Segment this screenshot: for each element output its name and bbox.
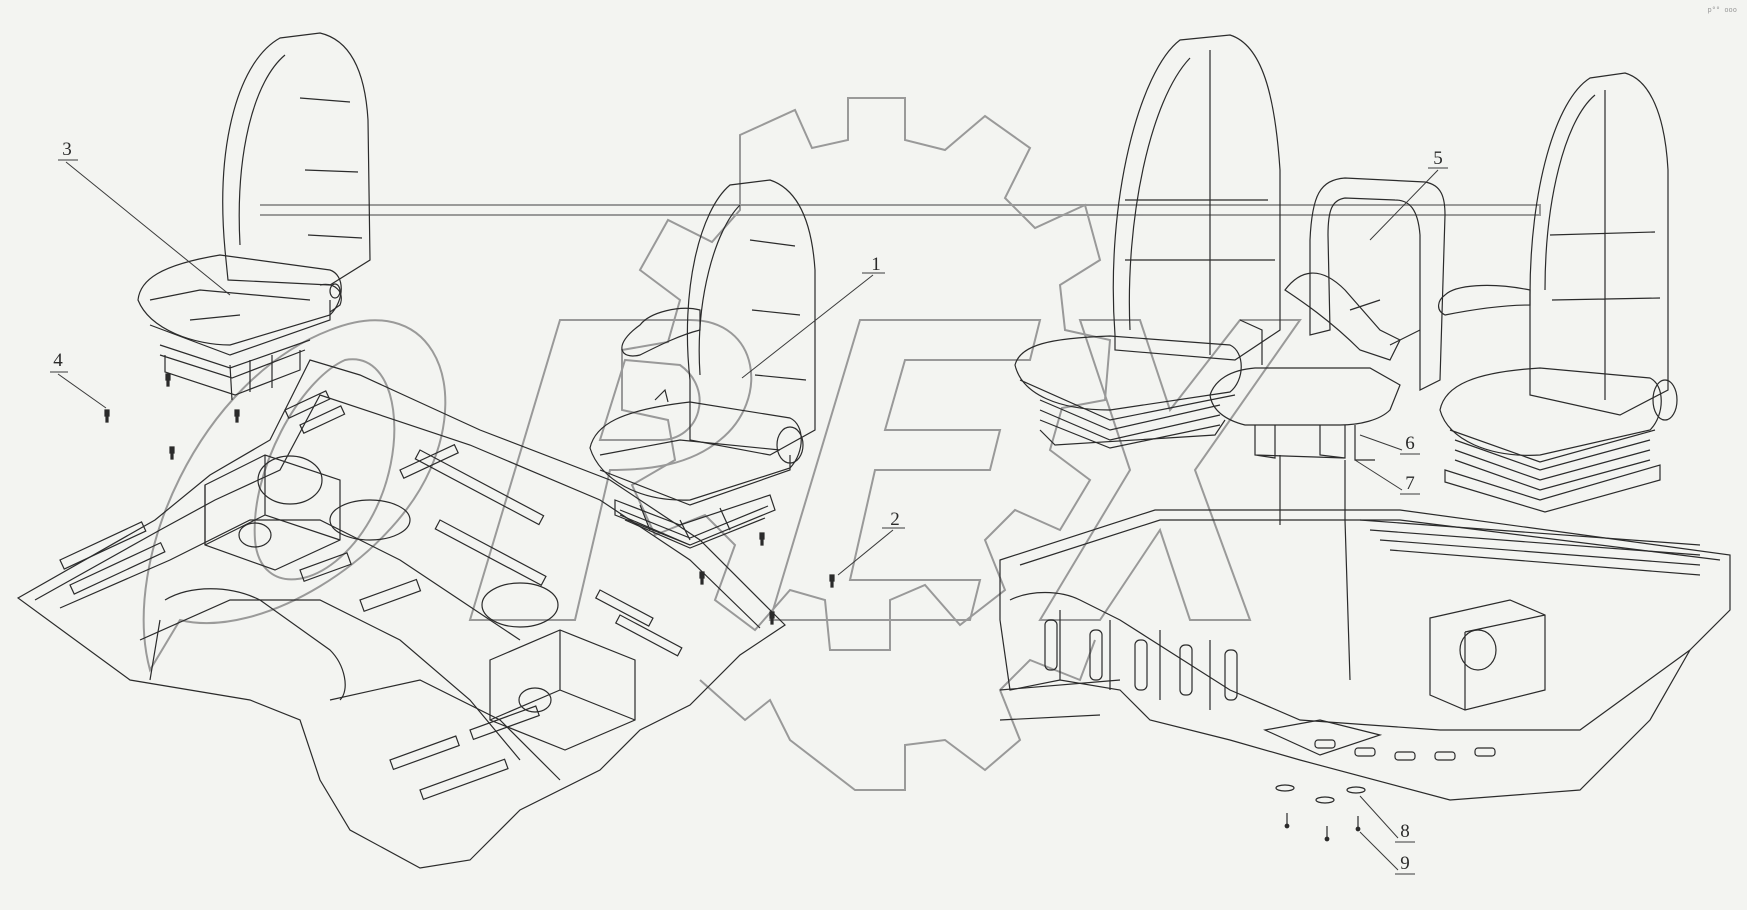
callout-label-4: 4: [53, 350, 63, 371]
left-floor-tunnel: [149, 588, 346, 701]
seat-right-passenger: [1014, 34, 1281, 449]
left-fasteners: [104, 373, 835, 625]
left-seat-boxes: [204, 454, 636, 751]
callout-6: 6: [1359, 433, 1420, 455]
callout-label-1: 1: [871, 254, 881, 275]
watermark-gear: [621, 97, 1112, 651]
callouts: 1 2 3 4 5 6: [50, 139, 1448, 875]
watermark-gear-lower: [699, 639, 1096, 791]
right-fasteners: [1275, 784, 1366, 842]
right-floor-slots: [1044, 619, 1496, 761]
seat-5: [1209, 177, 1446, 461]
left-floor-panel: [16, 359, 786, 869]
callout-label-6: 6: [1405, 433, 1415, 454]
callout-3: 3: [58, 139, 231, 296]
corner-mark: p°° ooo: [1707, 6, 1737, 14]
seat-right-driver: [1438, 72, 1678, 513]
callout-label-2: 2: [890, 509, 900, 530]
callout-8: 8: [1359, 795, 1415, 843]
callout-7: 7: [1354, 459, 1420, 495]
right-leader-stem-6: [1344, 460, 1351, 681]
right-floor-panel: [999, 509, 1731, 801]
watermark-letters: [142, 204, 1541, 673]
callout-4: 4: [50, 350, 107, 409]
callout-label-8: 8: [1400, 821, 1410, 842]
right-assembly: [999, 34, 1731, 842]
seat-3: [137, 32, 371, 401]
right-seat-box: [1429, 599, 1546, 711]
callout-label-7: 7: [1405, 473, 1415, 494]
callout-1: 1: [741, 254, 885, 379]
callout-label-5: 5: [1433, 148, 1443, 169]
seat-1: [589, 179, 816, 549]
callout-2: 2: [837, 509, 905, 576]
callout-label-3: 3: [62, 139, 72, 160]
left-floor-slots: [59, 390, 683, 801]
watermark: [142, 97, 1541, 791]
callout-label-9: 9: [1400, 853, 1410, 874]
callout-9: 9: [1359, 831, 1415, 875]
left-assembly: [16, 32, 835, 869]
callout-5: 5: [1369, 148, 1448, 241]
